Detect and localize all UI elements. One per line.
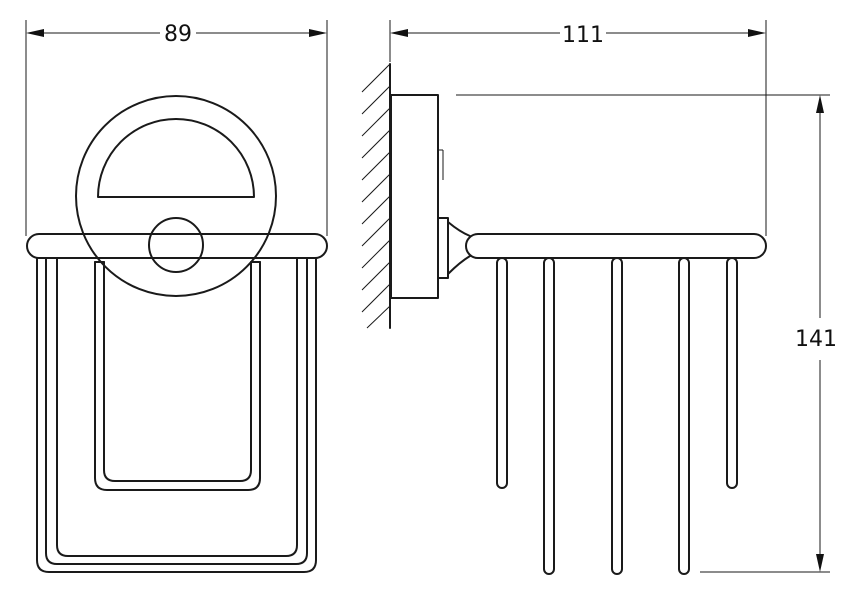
height-dimension: 141	[456, 94, 837, 573]
front-view: 89	[25, 20, 328, 573]
width-dimension: 89	[25, 20, 328, 236]
mounting-hub	[148, 217, 204, 273]
outer-wires-front	[36, 257, 317, 573]
wall-plate-front	[75, 95, 277, 297]
inner-wire-loop	[94, 261, 261, 491]
width-dimension-label: 89	[164, 22, 192, 47]
depth-dimension: 111	[389, 20, 767, 236]
height-dimension-label: 141	[795, 327, 837, 352]
depth-dimension-label: 111	[562, 23, 604, 48]
wall-hatch	[361, 63, 391, 329]
wall-plate-side	[390, 94, 444, 299]
bracket-side	[437, 217, 471, 279]
plate-cutout	[97, 118, 255, 198]
side-view: 111	[361, 20, 837, 575]
wires-side	[496, 257, 738, 575]
basket-rim-front	[26, 233, 328, 259]
basket-rim-side	[465, 233, 767, 259]
